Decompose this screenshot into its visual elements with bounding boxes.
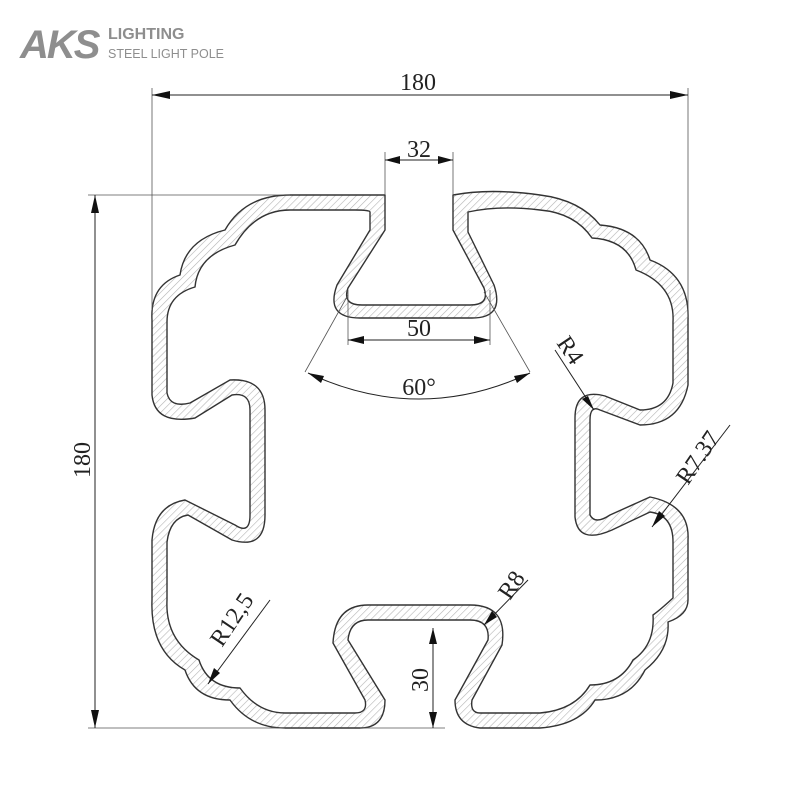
logo-line-lighting: LIGHTING <box>108 26 184 43</box>
dim-radius-r737: R7.37 <box>651 424 731 528</box>
label-slot-bottom-width: 50 <box>407 316 431 342</box>
dim-bottom-slot-depth: 30 <box>360 628 445 729</box>
label-slot-angle: 60° <box>402 375 436 401</box>
brand-logo: AKS LIGHTING STEEL LIGHT POLE <box>19 23 224 67</box>
profile-inner-edge <box>166 207 674 714</box>
profile-wall-hatch <box>151 191 689 728</box>
dim-slot-angle: 60° <box>304 291 531 401</box>
pole-profile <box>151 190 689 729</box>
dim-radius-r4: R4 <box>551 332 595 411</box>
dim-slot-bottom: 50 <box>347 290 491 345</box>
dim-overall-height: 180 <box>70 194 290 729</box>
label-bottom-slot-depth: 30 <box>408 668 434 692</box>
dim-overall-width: 180 <box>151 70 689 318</box>
label-overall-height: 180 <box>70 442 96 478</box>
logo-line-steel-light-pole: STEEL LIGHT POLE <box>108 47 224 61</box>
logo-mark: AKS <box>19 23 101 67</box>
dim-slot-top: 32 <box>384 137 454 195</box>
label-overall-width: 180 <box>400 70 436 96</box>
label-radius-r8: R8 <box>493 567 530 605</box>
profile-outer-edge <box>151 190 689 729</box>
label-radius-r125: R12,5 <box>205 589 259 652</box>
dim-radius-r125: R12,5 <box>205 589 271 685</box>
dim-radius-r8: R8 <box>483 567 531 626</box>
label-radius-r4: R4 <box>551 332 588 370</box>
label-slot-top-width: 32 <box>407 137 431 163</box>
label-radius-r737: R7.37 <box>671 427 725 490</box>
